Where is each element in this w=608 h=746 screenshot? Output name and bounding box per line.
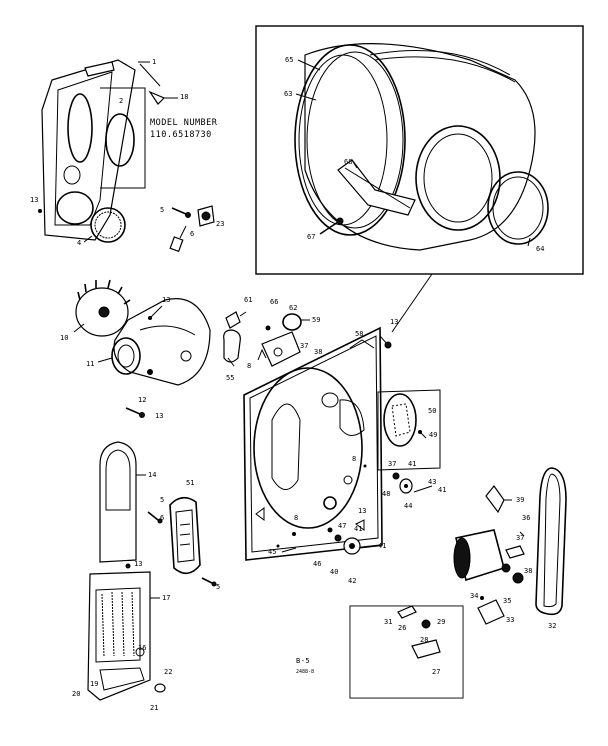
part-label: 5: [160, 496, 164, 504]
model-number-value: 110.6518730: [150, 130, 212, 140]
part-label: 59: [312, 316, 320, 324]
part-label: 13: [358, 507, 366, 515]
part-label: 23: [216, 220, 224, 228]
part-label: 8: [294, 514, 298, 522]
part-label: 13: [155, 412, 163, 420]
part-label: 36: [522, 514, 530, 522]
part-label: 64: [536, 245, 544, 253]
part-label: 66: [270, 298, 278, 306]
part-label: 27: [432, 668, 440, 676]
part-label: 41: [354, 525, 362, 533]
part-label: 61: [244, 296, 252, 304]
exhaust-duct: 12 13 14: [99, 396, 163, 563]
front-bulkhead-assembly: 18 1 2 13 4: [30, 58, 188, 247]
part-label: 10: [60, 334, 68, 342]
part-label: 51: [186, 479, 194, 487]
part-label: 67: [307, 233, 315, 241]
shaft-parts: 47 41 46 40 42 41: [313, 522, 386, 585]
part-label: 34: [470, 592, 478, 600]
part-label: 55: [226, 374, 234, 382]
part-label: 45: [268, 548, 276, 556]
drum-inset: 65 63 68 67 64: [255, 25, 584, 275]
part-label: 13: [30, 196, 38, 204]
part-label: 26: [398, 624, 406, 632]
part-label: 4: [77, 239, 81, 247]
heater-assembly: 13 17 16 19 20 22 21: [72, 560, 172, 712]
connector-line: [391, 273, 433, 333]
lamp-assembly: 61 66 62 59 37 38 55 8: [223, 296, 322, 382]
part-label: 47: [338, 522, 346, 530]
bearing-parts: 37 41 48 44 43 41: [382, 460, 446, 510]
part-label: 18: [180, 93, 188, 101]
part-label: 1: [152, 58, 156, 66]
part-label: 49: [429, 431, 437, 439]
part-label: 40: [330, 568, 338, 576]
part-label: 11: [86, 360, 94, 368]
part-label: 13: [390, 318, 398, 326]
part-label: 41: [378, 542, 386, 550]
part-label: 28: [420, 636, 428, 644]
motor-assembly: 39 36 37 38 35 34 33 32: [453, 467, 567, 630]
part-label: 41: [438, 486, 446, 494]
part-label: 14: [148, 471, 156, 479]
part-label: 13: [162, 296, 170, 304]
blower-assembly: 10 11 13: [60, 279, 211, 386]
part-label: 13: [134, 560, 142, 568]
page-sublabel: 2488-8: [296, 669, 314, 675]
part-label: 5: [216, 583, 220, 591]
part-label: 62: [289, 304, 297, 312]
part-label: 31: [384, 618, 392, 626]
part-label: 33: [506, 616, 514, 624]
part-label: 37: [388, 460, 396, 468]
part-label: 48: [382, 490, 390, 498]
part-label: 58: [355, 330, 363, 338]
part-label: 32: [548, 622, 556, 630]
thermostat-parts: 5 23 6: [160, 205, 224, 253]
part-label: 41: [408, 460, 416, 468]
part-label: 37: [516, 534, 524, 542]
part-label: 5: [160, 206, 164, 214]
part-label: 46: [313, 560, 321, 568]
part-label: 21: [150, 704, 158, 712]
part-label: 44: [404, 502, 412, 510]
part-label: 12: [138, 396, 146, 404]
part-label: 42: [348, 577, 356, 585]
access-cover: 50 49: [377, 389, 441, 471]
rear-panel: 58 13 8 13 8 45: [243, 318, 398, 561]
part-label: 50: [428, 407, 436, 415]
part-label: 6: [190, 230, 194, 238]
part-label: 8: [247, 362, 251, 370]
part-label: 63: [284, 90, 292, 98]
part-label: 22: [164, 668, 172, 676]
part-label: 38: [524, 567, 532, 575]
part-label: 43: [428, 478, 436, 486]
part-label: 8: [352, 455, 356, 463]
page-label: B-5: [296, 657, 310, 665]
part-label: 29: [437, 618, 445, 626]
part-label: 20: [72, 690, 80, 698]
part-label: 65: [285, 56, 293, 64]
part-label: 6: [160, 514, 164, 522]
part-label: 37: [300, 342, 308, 350]
part-label: 2: [119, 97, 123, 105]
part-label: 16: [138, 644, 146, 652]
part-label: 35: [503, 597, 511, 605]
part-label: 39: [516, 496, 524, 504]
part-label: 17: [162, 594, 170, 602]
model-number-heading: MODEL NUMBER: [150, 118, 218, 128]
part-label: 68: [344, 158, 352, 166]
part-label: 19: [90, 680, 98, 688]
lint-vent: 51 5 6 5: [147, 479, 220, 591]
part-label: 38: [314, 348, 322, 356]
door-switch-inset: 31 26 29 28 27: [349, 605, 464, 699]
